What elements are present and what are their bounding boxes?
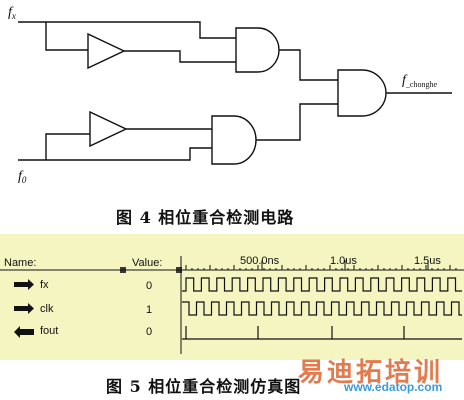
wire-f0-branch: [45, 133, 90, 160]
waveform-canvas: Name: Value: 500.0ns 1.0us 1.5us 0 1: [0, 255, 464, 354]
waveform-fx: [182, 277, 462, 292]
watermark: 易迪拓培训 www.edatop.com: [292, 352, 464, 400]
and-gate-final: [337, 69, 387, 117]
wire-fx-branch: [45, 22, 88, 51]
signal-name-fout[interactable]: fout: [40, 325, 59, 337]
wire-and-bottom-out: [256, 103, 338, 141]
and-gate-top: [235, 27, 280, 73]
phase-coincidence-circuit: fx f0 f_chonghe: [8, 5, 452, 185]
time-label-1us: 1.0us: [330, 255, 357, 267]
simulation-waveform-panel: Name: Value: 500.0ns 1.0us 1.5us 0 1: [0, 234, 464, 360]
name-header: Name:: [4, 257, 36, 269]
figure5-caption: 图 5 相位重合检测仿真图: [106, 377, 302, 396]
signal-name-clk[interactable]: clk: [40, 303, 54, 315]
time-label-500ns: 500.0ns: [240, 255, 280, 267]
wire-buffer-top-out: [124, 50, 236, 63]
signal-name-fx[interactable]: fx: [40, 279, 49, 291]
value-fout: 0: [146, 326, 152, 338]
and-gate-bottom: [211, 115, 257, 165]
watermark-url: www.edatop.com: [344, 380, 443, 394]
signal-icon-fx: [14, 279, 34, 290]
figure4-caption: 图 4 相位重合检测电路: [116, 208, 295, 227]
buffer-top: [87, 32, 126, 70]
waveform-fout: [182, 326, 462, 340]
label-f0: f0: [18, 169, 27, 185]
value-clk: 1: [146, 304, 152, 316]
wire-fx: [18, 21, 236, 39]
label-output: f_chonghe: [402, 73, 437, 89]
wire-and-top-out: [279, 49, 338, 81]
wire-f0: [18, 147, 212, 161]
signal-icon-fout: [14, 326, 34, 338]
watermark-text: 易迪拓培训: [298, 358, 444, 388]
label-fx: fx: [8, 5, 16, 21]
value-fx: 0: [146, 280, 152, 292]
waveform-clk: [182, 301, 462, 316]
value-header: Value:: [132, 257, 162, 269]
buffer-bottom: [89, 110, 128, 148]
signal-icon-clk: [14, 303, 34, 314]
